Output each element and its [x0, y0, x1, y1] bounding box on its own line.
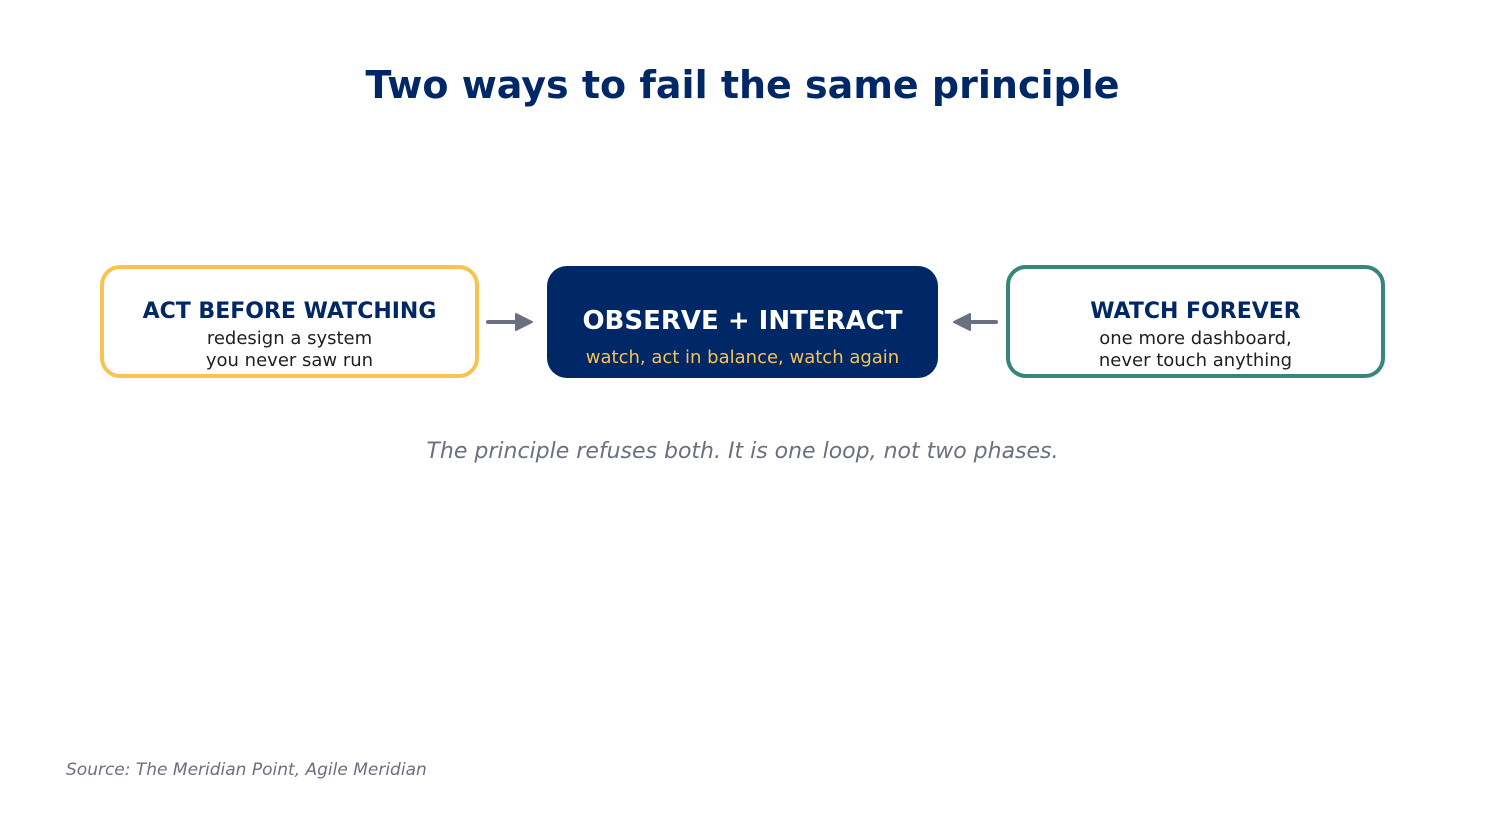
failure-box-act-before-watching: ACT BEFORE WATCHING redesign a system yo… [100, 265, 479, 378]
box-heading: OBSERVE + INTERACT [582, 306, 903, 336]
arrow-left-icon [953, 313, 998, 331]
box-subtitle: watch, act in balance, watch again [585, 347, 900, 368]
source-note: Source: The Meridian Point, Agile Meridi… [66, 760, 427, 780]
box-heading: ACT BEFORE WATCHING [142, 299, 437, 324]
box-description-line: one more dashboard, [1099, 328, 1292, 349]
box-description: redesign a system you never saw run [104, 328, 475, 372]
box-heading: WATCH FOREVER [1090, 299, 1301, 324]
arrow-right-icon [486, 313, 533, 331]
principle-box-observe-interact: OBSERVE + INTERACT watch, act in balance… [547, 266, 938, 378]
caption: The principle refuses both. It is one lo… [426, 439, 1059, 464]
failure-box-watch-forever: WATCH FOREVER one more dashboard, never … [1006, 265, 1385, 378]
box-description-line: redesign a system [206, 328, 373, 349]
box-description-line: never touch anything [1098, 350, 1293, 371]
box-description-line: you never saw run [205, 350, 374, 371]
page-title: Two ways to fail the same principle [365, 63, 1120, 107]
box-description: one more dashboard, never touch anything [1010, 328, 1381, 372]
